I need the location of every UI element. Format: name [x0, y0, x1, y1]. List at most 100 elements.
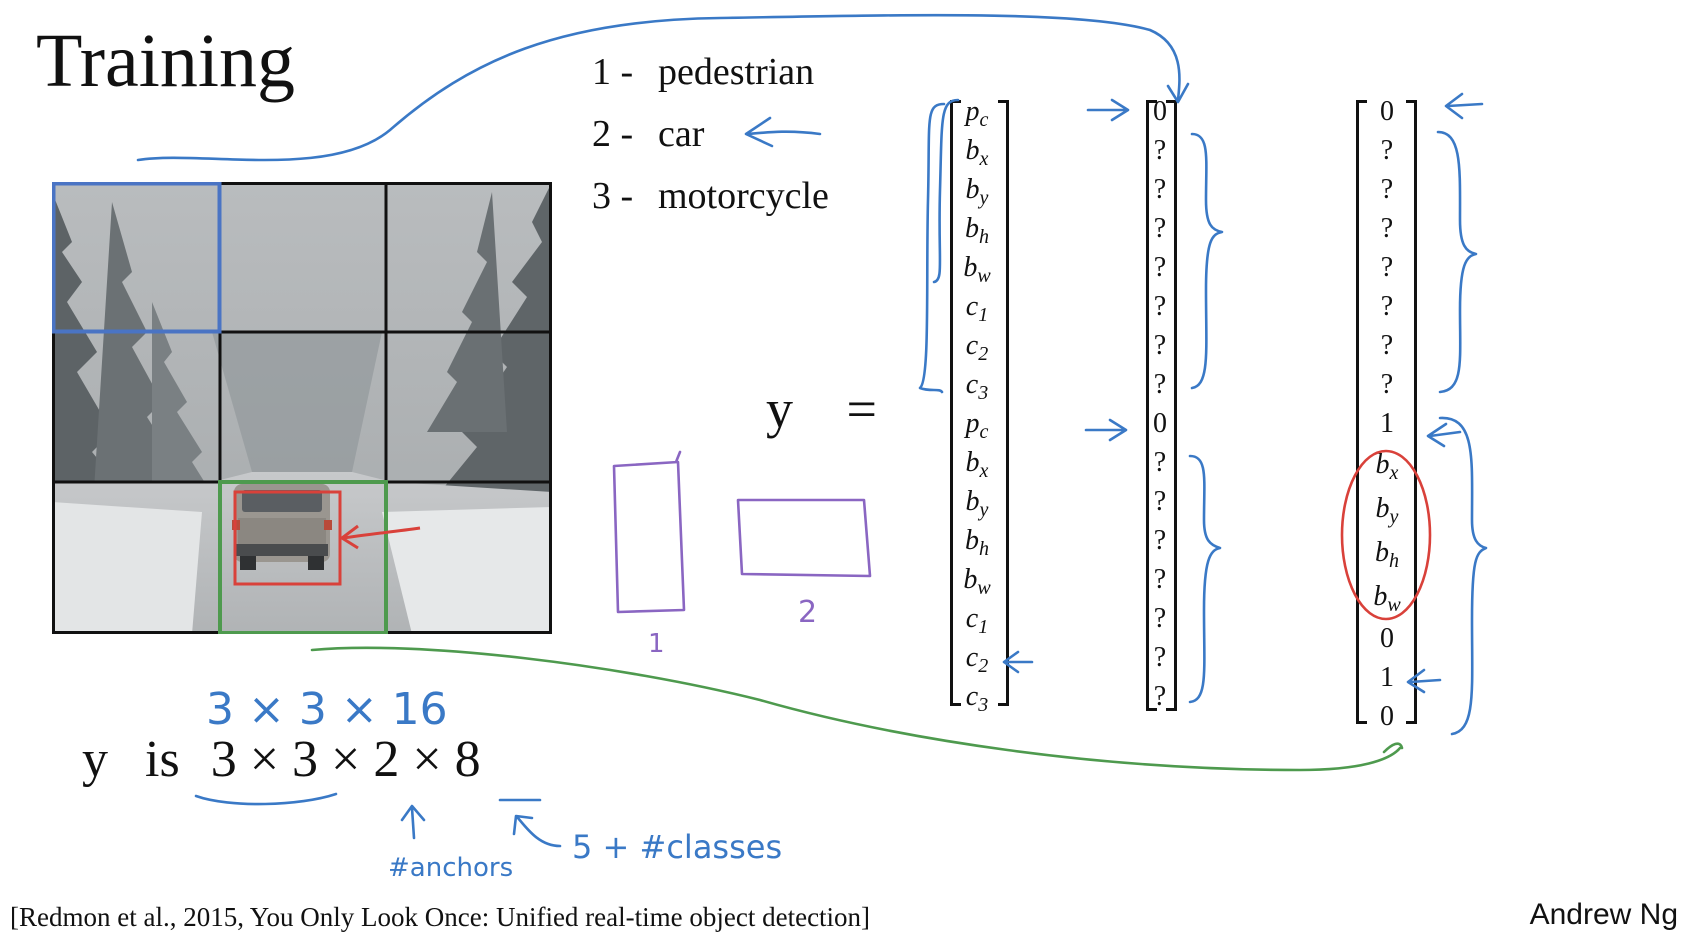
column-value: ? — [1153, 291, 1167, 322]
car-column-bracket-right — [1406, 100, 1417, 724]
class-list: 1 -pedestrian 2 -car 3 -motorcycle — [592, 50, 829, 236]
slide-title: Training — [36, 19, 296, 103]
column-value: ? — [1153, 525, 1167, 556]
vector-entry: by — [965, 174, 989, 209]
column-value: ? — [1153, 174, 1167, 205]
alt-shape-note: 3 × 3 × 16 — [206, 684, 448, 735]
column-value: ? — [1153, 603, 1167, 634]
column-value: ? — [1380, 330, 1394, 361]
column-value: ? — [1153, 213, 1167, 244]
brace-empty-top — [1190, 132, 1224, 390]
pc-arrow-2 — [1084, 418, 1128, 442]
grid-dims-underline — [194, 792, 338, 806]
anchor-box-2 — [736, 498, 872, 578]
vector-entry: bx — [965, 135, 989, 170]
vector-bracket-left — [950, 100, 961, 706]
c2-arrow-car — [1406, 668, 1442, 694]
times-sign: × — [331, 731, 361, 788]
column-value: ? — [1153, 681, 1167, 712]
dim-value: 8 — [454, 731, 481, 788]
y-equals: y = — [766, 378, 877, 440]
column-value: ? — [1153, 564, 1167, 595]
anchor-box-1-label: 1 — [648, 629, 665, 659]
column-value: ? — [1380, 135, 1394, 166]
brace-empty-bottom — [1188, 454, 1222, 704]
vector-entry: c2 — [965, 330, 989, 365]
column-value: ? — [1380, 252, 1394, 283]
snowbank-left — [52, 502, 202, 634]
column-value: ? — [1153, 447, 1167, 478]
classes-arrow — [512, 814, 562, 848]
vector-entry: c3 — [965, 681, 989, 716]
class-item: 1 -pedestrian — [592, 51, 815, 93]
column-value: ? — [1380, 213, 1394, 244]
column-value: ? — [1153, 252, 1167, 283]
car-class-arrowhead — [744, 116, 774, 148]
grid-image — [52, 182, 552, 634]
vector-entry: by — [965, 486, 989, 521]
column-value: 0 — [1153, 408, 1167, 439]
anchor-box-1 — [612, 450, 686, 614]
vector-entry: bw — [963, 564, 991, 599]
car-cell-column: 0 ? ? ? ? ? ? ? 1 bx by bh bw 0 1 0 — [1362, 92, 1412, 736]
pc-arrow-car-bottom — [1426, 422, 1462, 448]
column-value: 0 — [1380, 96, 1394, 127]
label-vector: pc bx by bh bw c1 c2 c3 pc bx by bh bw c… — [951, 92, 1003, 716]
column-value: 0 — [1153, 96, 1167, 127]
connector-arrowhead — [1166, 82, 1190, 104]
c2-arrow — [1002, 650, 1034, 674]
column-value: ? — [1153, 135, 1167, 166]
snowbank-right — [382, 507, 552, 634]
column-value: ? — [1153, 486, 1167, 517]
anchor-box-2-label: 2 — [798, 595, 817, 630]
pc-arrow-car-top — [1444, 92, 1484, 120]
car — [232, 484, 332, 570]
pc-arrow-1 — [1086, 98, 1130, 122]
vector-entry: bx — [965, 447, 989, 482]
car-class-arrow — [746, 130, 822, 136]
vector-entry: c2 — [965, 642, 989, 677]
column-value: ? — [1153, 369, 1167, 400]
connector-arc-blue — [136, 13, 1181, 162]
highlighted-cell-blue — [52, 182, 222, 334]
brace-car-bottom — [1438, 416, 1488, 736]
times-sign: × — [412, 731, 442, 788]
column-value: 1 — [1380, 408, 1394, 439]
column-value: 0 — [1380, 623, 1394, 654]
vector-entry: bw — [963, 252, 991, 287]
brace-bounding-box — [932, 98, 960, 284]
brace-label-vector-top — [918, 102, 946, 394]
vector-entry: c3 — [965, 369, 989, 404]
empty-cell-column: 0 ? ? ? ? ? ? ? 0 ? ? ? ? ? ? ? — [1140, 92, 1180, 716]
y-shape-statement: y is 3 × 3 × 2 × 8 — [82, 730, 481, 789]
anchors-arrow — [400, 804, 426, 840]
vector-entry: pc — [965, 408, 989, 443]
column-value: by — [1375, 493, 1399, 528]
column-value: ? — [1380, 291, 1394, 322]
column-value: bx — [1375, 449, 1399, 484]
vector-entry: c1 — [965, 603, 989, 638]
class-item: 3 -motorcycle — [592, 175, 829, 217]
brace-car-top — [1436, 130, 1478, 394]
distant-trees — [212, 332, 382, 472]
classes-note: 5 + #classes — [572, 828, 782, 866]
y-symbol: y — [766, 379, 793, 439]
column-value: ? — [1153, 330, 1167, 361]
column-value: ? — [1153, 642, 1167, 673]
vector-entry: bh — [965, 525, 989, 560]
column-value: 0 — [1380, 701, 1394, 732]
vector-entry: bh — [965, 213, 989, 248]
y-symbol: y — [82, 731, 108, 788]
column-value: ? — [1380, 369, 1394, 400]
equals-sign: = — [846, 379, 877, 439]
car-pointer-arrowhead — [339, 524, 359, 550]
vector-entry: c1 — [965, 291, 989, 326]
citation: [Redmon et al., 2015, You Only Look Once… — [10, 902, 871, 932]
is-word: is — [145, 731, 180, 788]
car-column-bracket-left — [1356, 100, 1367, 724]
vector-bracket-right — [998, 100, 1009, 706]
class-item: 2 -car — [592, 113, 705, 155]
car-pointer-arrow — [343, 526, 421, 540]
empty-column-bracket-left — [1146, 100, 1157, 711]
